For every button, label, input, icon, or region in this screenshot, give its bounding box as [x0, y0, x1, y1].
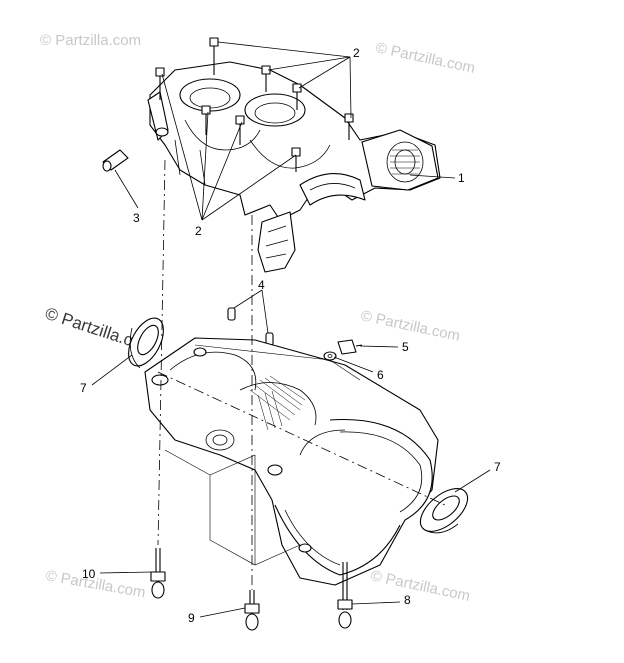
callout-9: 9: [188, 611, 195, 625]
dowel-pins-part-4: [227, 307, 274, 346]
watermark: © Partzilla.com: [40, 32, 141, 49]
fitting-part-5: [337, 339, 363, 355]
callout-2-bottom: 2: [195, 224, 202, 238]
assembly-lines: [157, 159, 446, 590]
washer-part-6: [323, 351, 337, 361]
watermark: © Partzilla.com: [369, 567, 471, 605]
stud-part-10: [150, 548, 166, 599]
callout-8: 8: [404, 593, 411, 607]
callout-7-right: 7: [494, 460, 501, 474]
lower-crankcase: [144, 337, 439, 586]
callouts: 2 1 3 2 4 5 6 7 7 10 9 8: [80, 46, 501, 625]
stud-part-9: [244, 590, 260, 631]
seal-right-part-7: [419, 488, 469, 534]
stud-part-8: [337, 562, 353, 629]
callout-3: 3: [133, 211, 140, 225]
callout-6: 6: [377, 368, 384, 382]
watermark: © Partzilla.com: [359, 307, 461, 345]
leader-lines: [91, 41, 491, 618]
callout-4: 4: [258, 278, 265, 292]
callout-2-top: 2: [353, 46, 360, 60]
callout-5: 5: [402, 340, 409, 354]
watermark: © Partzilla.com: [374, 39, 476, 77]
seal-left-part-7: [128, 317, 164, 369]
callout-7-left: 7: [80, 381, 87, 395]
callout-1: 1: [458, 171, 465, 185]
bolt-part-3: [102, 149, 129, 172]
callout-10: 10: [82, 567, 96, 581]
upper-crankcase: [147, 37, 441, 273]
